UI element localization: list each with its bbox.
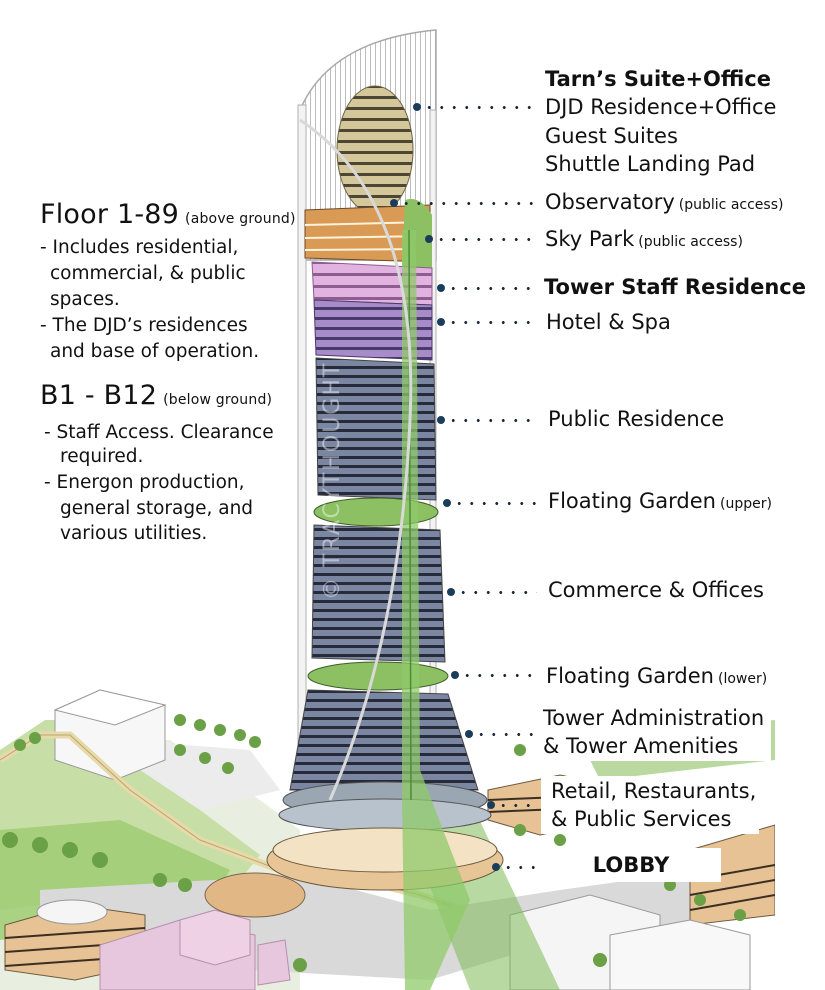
above-ground-line: spaces.	[50, 289, 120, 310]
leader-line-retail	[487, 801, 537, 809]
above-ground-line: and base of operation.	[50, 341, 260, 362]
leader-line-administration	[465, 730, 535, 738]
below-ground-line: - Energon production,	[44, 472, 245, 493]
leader-dot-icon	[437, 284, 445, 292]
above-ground-line: commercial, & public	[50, 263, 246, 284]
leader-line-hotel-spa	[437, 318, 537, 326]
callout-garden-upper: Floating Garden(upper)	[548, 489, 772, 513]
leader-line-public-residence	[437, 416, 537, 424]
callout-administration: Tower Administration & Tower Amenities	[537, 703, 771, 761]
above-ground-line: - The DJD’s residences	[40, 315, 248, 336]
below-ground-line: general storage, and	[60, 498, 254, 519]
leader-dot-icon	[390, 199, 398, 207]
leader-line-commerce	[447, 588, 537, 596]
callout-commerce: Commerce & Offices	[548, 578, 764, 602]
leader-dot-icon	[425, 235, 433, 243]
callout-lobby: LOBBY	[541, 848, 721, 882]
leader-line-top	[413, 103, 535, 111]
callout-shuttle-pad: Shuttle Landing Pad	[545, 152, 756, 176]
leader-dot-icon	[447, 588, 455, 596]
leader-dot-icon	[437, 416, 445, 424]
leader-dot-icon	[465, 730, 473, 738]
callout-retail: Retail, Restaurants, & Public Services	[541, 776, 759, 834]
leader-line-sky-park	[425, 235, 535, 243]
leader-dot-icon	[437, 318, 445, 326]
callout-garden-lower: Floating Garden(lower)	[546, 664, 768, 688]
below-ground-line: various utilities.	[60, 523, 208, 544]
callout-djd-residence: DJD Residence+Office	[545, 95, 777, 119]
below-ground-line: - Staff Access. Clearance	[44, 422, 274, 443]
leader-dot-icon	[487, 801, 495, 809]
leader-dot-icon	[451, 671, 459, 679]
callout-tarns-suite: Tarn’s Suite+Office	[545, 67, 771, 91]
leader-line-observatory	[390, 199, 535, 207]
above-ground-line: - Includes residential,	[40, 237, 239, 258]
below-ground-line: required.	[60, 446, 144, 467]
callout-public-residence: Public Residence	[548, 407, 725, 431]
leader-dot-icon	[443, 499, 451, 507]
callout-hotel-spa: Hotel & Spa	[546, 310, 671, 334]
callout-guest-suites: Guest Suites	[545, 124, 678, 148]
callout-sky-park: Sky Park(public access)	[545, 227, 743, 251]
leader-dot-icon	[492, 863, 500, 871]
leader-line-garden-lower	[451, 671, 537, 679]
leader-line-staff-residence	[437, 284, 537, 292]
leader-dot-icon	[413, 103, 421, 111]
callout-observatory: Observatory(public access)	[545, 190, 784, 214]
watermark: © TRACYTHOUGHT	[320, 361, 345, 600]
leader-line-lobby	[492, 863, 537, 871]
above-ground-title: Floor 1-89(above ground)	[40, 199, 296, 230]
callout-staff-residence: Tower Staff Residence	[544, 275, 806, 299]
leader-line-garden-upper	[443, 499, 537, 507]
below-ground-title: B1 - B12(below ground)	[40, 380, 273, 411]
